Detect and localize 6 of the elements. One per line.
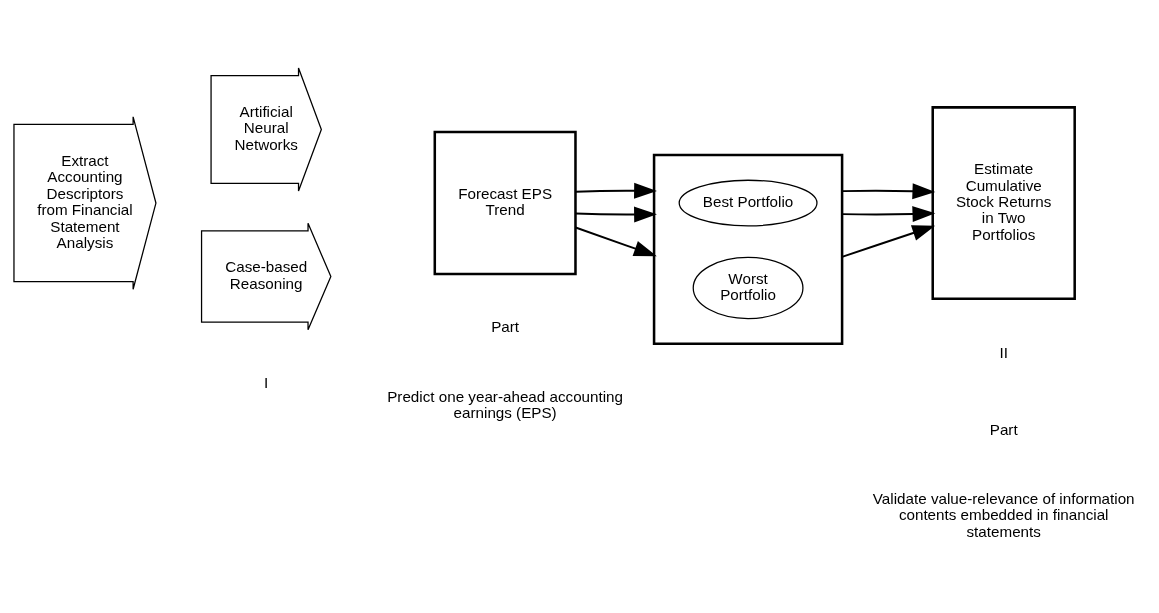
label: I <box>264 373 269 391</box>
label: II <box>999 343 1008 361</box>
label: Predict one year-ahead accounting earnings (EPS) <box>387 387 624 421</box>
label: Part <box>491 317 520 335</box>
label: Validate value-relevance of information contents embedded in financial statements <box>872 489 1135 540</box>
label: Part <box>989 420 1018 438</box>
